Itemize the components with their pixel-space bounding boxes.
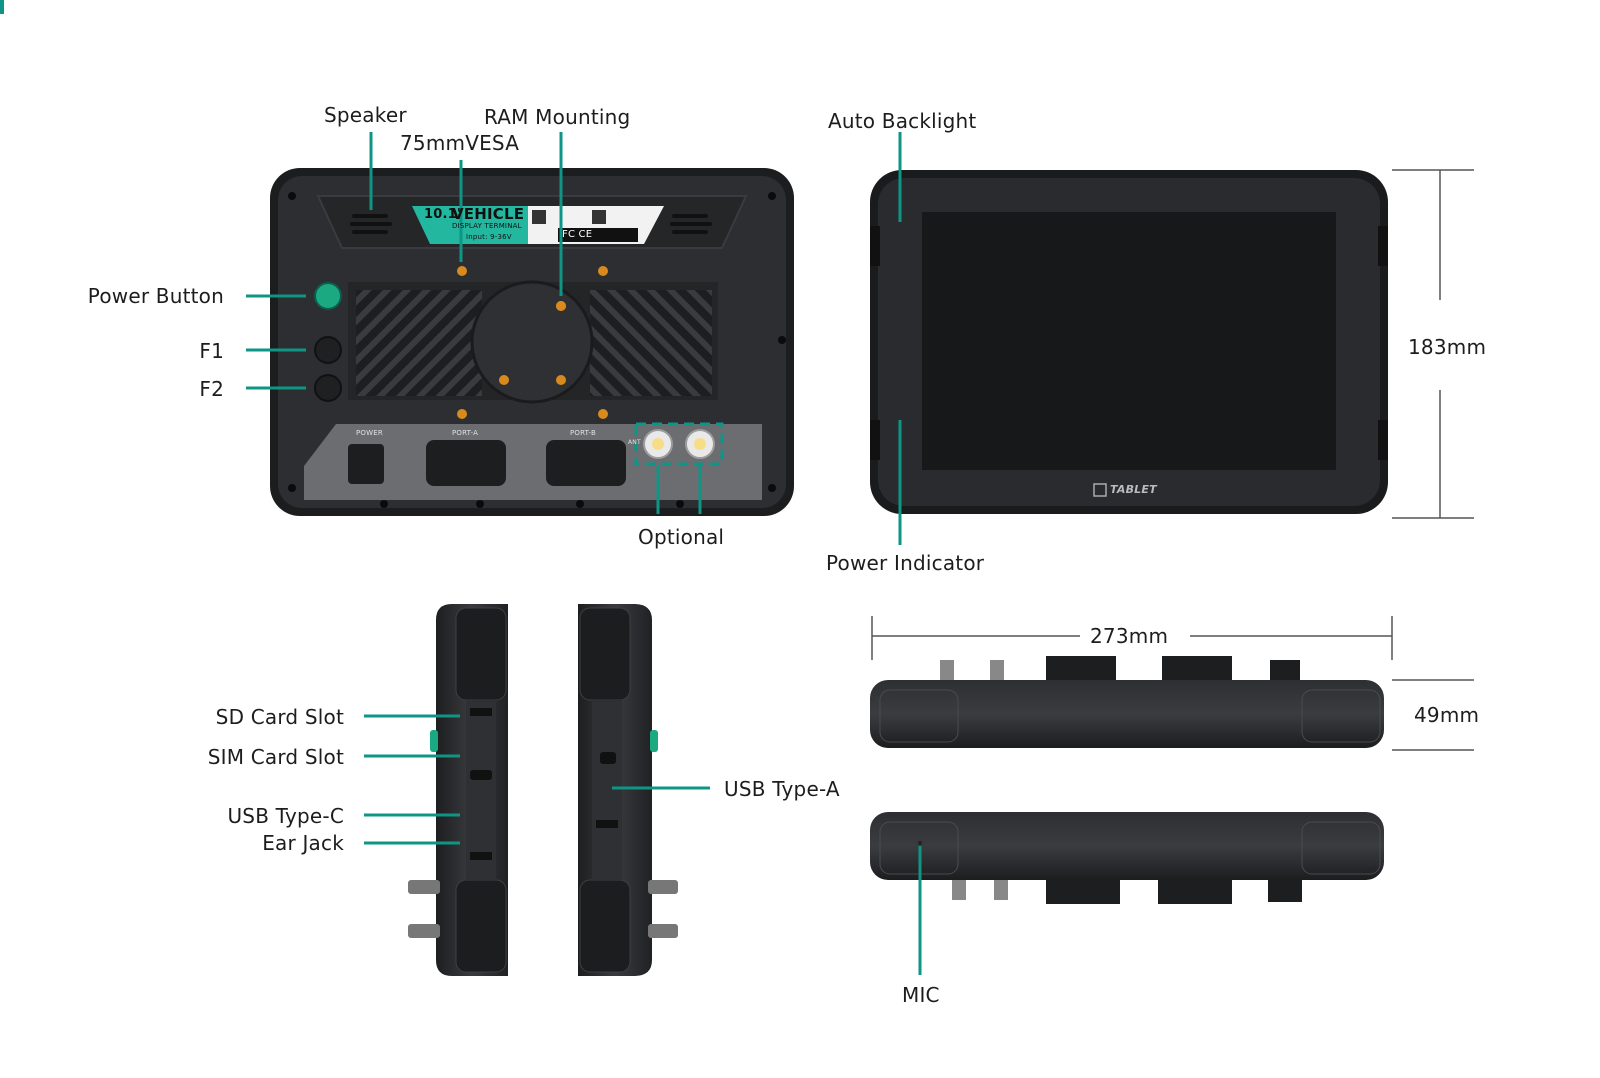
callout-vesa: 75mmVESA <box>400 131 520 155</box>
brand-logo: TABLET <box>1110 483 1157 496</box>
right-side-view <box>578 604 678 976</box>
port-label-b: PORT-B <box>570 429 596 437</box>
callout-auto-backlight: Auto Backlight <box>828 109 977 133</box>
sticker-teal <box>412 206 528 244</box>
top-view <box>870 656 1384 748</box>
callout-f2: F2 <box>199 377 224 401</box>
corner-accent <box>0 0 4 14</box>
sticker-cert: FC CE <box>562 229 593 240</box>
dimension-depth: 49mm <box>1414 703 1480 727</box>
callout-lines <box>246 132 922 975</box>
callout-speaker: Speaker <box>324 103 407 127</box>
sticker-size-badge: 10.1" <box>424 207 464 222</box>
callout-ram-mounting: RAM Mounting <box>484 105 631 129</box>
f1-button-shape <box>314 336 342 364</box>
f2-button-shape <box>314 374 342 402</box>
left-side-view <box>408 604 508 976</box>
port-label-a: PORT-A <box>452 429 479 437</box>
callout-power-button: Power Button <box>87 284 224 308</box>
sticker-input: Input: 9-36V <box>466 233 512 241</box>
back-view <box>270 168 794 516</box>
port-label-ant: ANT <box>628 439 641 446</box>
dimension-height: 183mm <box>1408 335 1487 359</box>
dimension-width: 273mm <box>1090 624 1169 648</box>
front-view <box>870 170 1388 514</box>
bottom-view <box>870 812 1384 904</box>
sticker-subtitle: DISPLAY TERMINAL <box>452 222 522 230</box>
dimension-lines <box>871 169 1474 751</box>
callout-mic: MIC <box>902 983 940 1007</box>
port-label-power: POWER <box>356 429 383 437</box>
callout-optional: Optional <box>638 525 725 549</box>
callout-sim-card-slot: SIM Card Slot <box>207 745 344 769</box>
callout-sd-card-slot: SD Card Slot <box>215 705 344 729</box>
sticker-product: VEHICLE <box>452 205 525 223</box>
callout-usb-type-c: USB Type-C <box>227 804 344 828</box>
callout-usb-type-a: USB Type-A <box>724 777 840 801</box>
callout-power-indicator: Power Indicator <box>826 551 985 575</box>
optional-highlight <box>634 422 724 466</box>
callout-ear-jack: Ear Jack <box>262 831 344 855</box>
screen <box>922 212 1336 470</box>
power-button-shape <box>314 282 342 310</box>
callout-f1: F1 <box>199 339 224 363</box>
